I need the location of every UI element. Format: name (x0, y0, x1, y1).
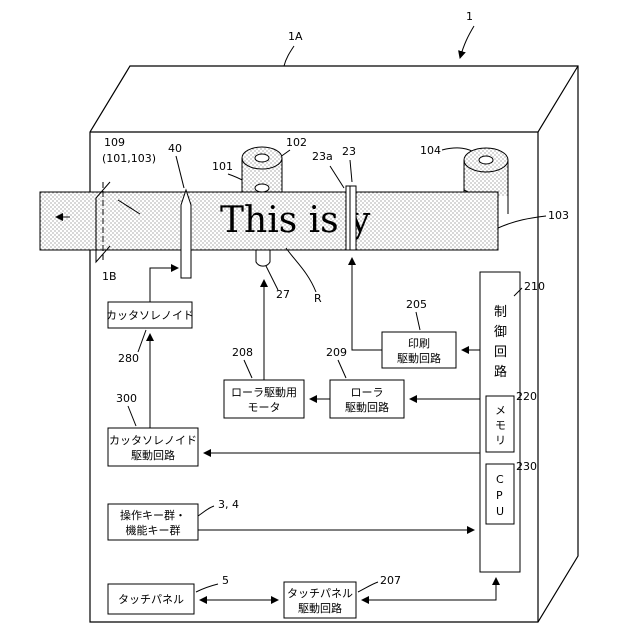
ref-104: 104 (420, 144, 441, 157)
touch-drive-line1: タッチパネル (287, 587, 353, 600)
ref-102: 102 (286, 136, 307, 149)
cutter-blade-40 (181, 190, 191, 278)
memory-220: メ モ リ (486, 396, 514, 452)
keys-3-4: 操作キー群・ 機能キー群 (108, 504, 198, 540)
ref-209: 209 (326, 346, 347, 359)
line-205-to-head (352, 258, 382, 350)
cpu-char-3: U (496, 505, 504, 518)
supply-roll-102 (242, 147, 282, 198)
roller-motor-line1: ローラ駆動用 (231, 385, 297, 399)
roller-drive-line1: ローラ (351, 386, 384, 399)
ref-210: 210 (524, 280, 545, 293)
cpu-char-2: P (496, 489, 503, 502)
roller-motor-line2: モータ (248, 401, 281, 414)
ref-208: 208 (232, 346, 253, 359)
control-char-2: 御 (494, 325, 507, 340)
cpu-char-1: C (496, 473, 504, 486)
memory-char-1: メ (495, 404, 506, 417)
keys-line2: 機能キー群 (126, 523, 181, 537)
line-280-to-cutter (150, 268, 178, 302)
ref-27: 27 (276, 288, 290, 301)
ref-5: 5 (222, 574, 229, 587)
ref-1-arrow (460, 26, 474, 58)
ref-207-leader (358, 582, 378, 592)
ref-5-leader (196, 584, 218, 592)
ref-280: 280 (118, 352, 139, 365)
ref-300: 300 (116, 392, 137, 405)
print-head-23 (346, 186, 356, 250)
print-drive-205: 印刷 駆動回路 (382, 332, 456, 368)
ref-1: 1 (466, 10, 473, 23)
roller-motor-208: ローラ駆動用 モータ (224, 380, 304, 418)
ref-23a: 23a (312, 150, 333, 163)
cutter-solenoid-280: カッタソレノイド (106, 302, 194, 328)
touch-drive-line2: 駆動回路 (298, 601, 342, 615)
cutter-drive-line2: 駆動回路 (131, 448, 175, 462)
signal-lines (150, 258, 496, 600)
ref-3-4: 3, 4 (218, 498, 239, 511)
keys-line1: 操作キー群・ (120, 508, 186, 522)
cutter-solenoid-label: カッタソレノイド (106, 309, 194, 322)
ref-103: 103 (548, 209, 569, 222)
ref-103-leader (498, 216, 546, 228)
ref-207: 207 (380, 574, 401, 587)
ref-300-leader (128, 406, 136, 426)
ref-280-leader (138, 330, 146, 352)
cutter-drive-300: カッタソレノイド 駆動回路 (108, 428, 198, 466)
touch-panel-5: タッチパネル (108, 584, 194, 614)
touch-drive-207: タッチパネル 駆動回路 (284, 582, 356, 618)
roller-drive-line2: 駆動回路 (345, 400, 389, 414)
control-char-1: 制 (494, 305, 507, 320)
ref-3-4-leader (198, 506, 214, 516)
ref-23: 23 (342, 145, 356, 158)
cutter-drive-line1: カッタソレノイド (109, 434, 197, 447)
memory-char-2: モ (495, 419, 506, 432)
touch-panel-label: タッチパネル (118, 593, 184, 606)
control-char-3: 回 (494, 345, 507, 360)
ref-r-leader (286, 248, 316, 292)
roller-drive-209: ローラ 駆動回路 (330, 380, 404, 418)
ref-40: 40 (168, 142, 182, 155)
ref-220: 220 (516, 390, 537, 403)
ref-r: R (314, 292, 322, 305)
print-drive-line2: 駆動回路 (397, 351, 441, 365)
platen-roller-27 (256, 250, 270, 266)
ref-23a-leader (330, 166, 344, 188)
ref-1b: 1B (102, 270, 117, 283)
ref-205: 205 (406, 298, 427, 311)
ref-109: 109 (104, 136, 125, 149)
ref-1a: 1A (288, 30, 303, 43)
ref-23-leader (350, 160, 352, 182)
housing-top-edge (90, 66, 578, 132)
ref-101: 101 (212, 160, 233, 173)
ref-208-leader (244, 360, 252, 378)
ref-27-leader (266, 266, 278, 290)
tape-109: This is y (40, 192, 498, 250)
cpu-230: C P U (486, 464, 514, 524)
control-char-4: 路 (494, 364, 507, 380)
ref-1a-leader (284, 46, 294, 66)
ref-109b: (101,103) (102, 152, 156, 165)
ref-40-leader (176, 156, 184, 188)
memory-char-3: リ (495, 434, 506, 447)
print-drive-line1: 印刷 (408, 337, 430, 350)
ref-205-leader (416, 312, 420, 330)
ref-209-leader (338, 360, 346, 378)
ref-230: 230 (516, 460, 537, 473)
